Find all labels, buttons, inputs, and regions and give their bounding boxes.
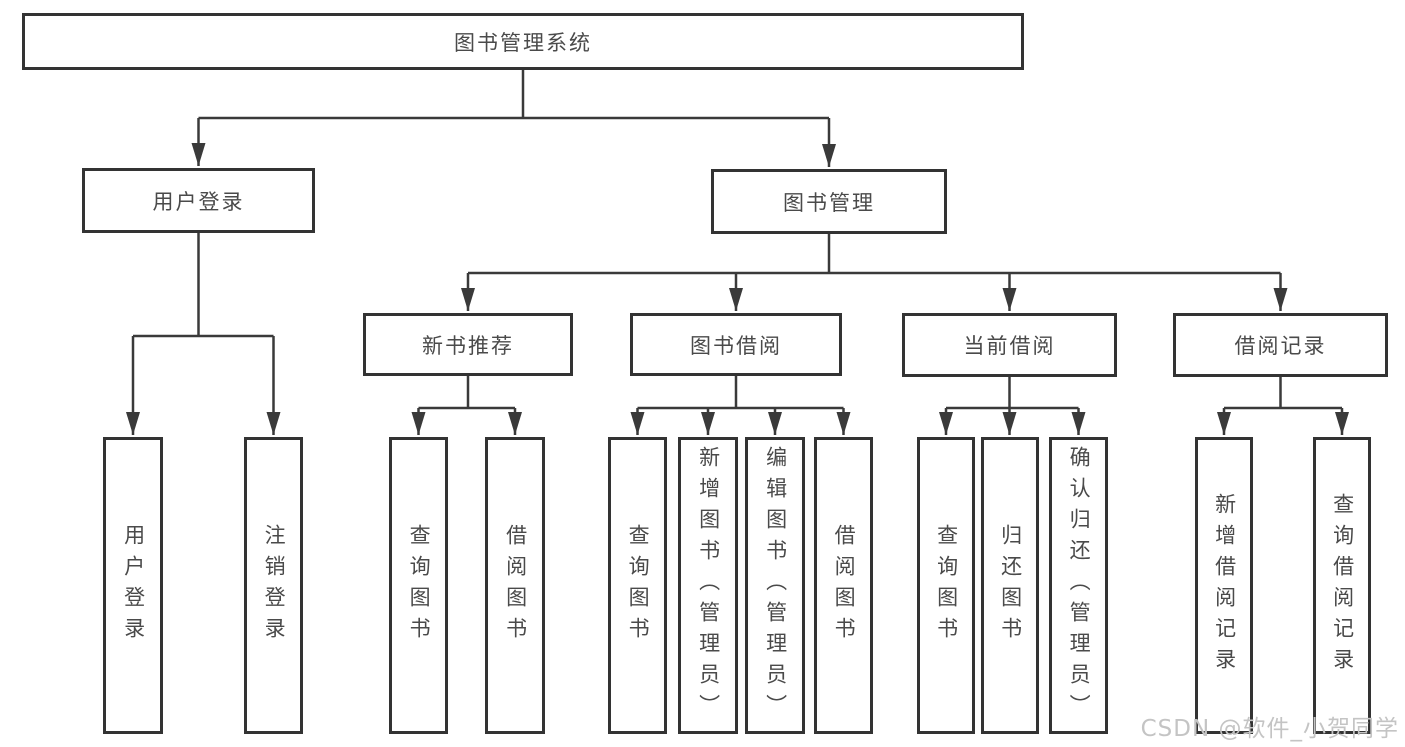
node-label: 编辑图书（管理员） [763, 446, 788, 725]
leaf-bb-query-books: 查询图书 [608, 437, 667, 734]
leaf-br-add-borrow-record: 新增借阅记录 [1195, 437, 1253, 734]
csdn-watermark: CSDN @软件_小贺同学 [1140, 716, 1399, 742]
node-label: 查询图书 [407, 523, 432, 648]
node-label: 当前借阅 [963, 334, 1056, 358]
leaf-user-login: 用户登录 [103, 437, 163, 734]
leaf-br-query-borrow-record: 查询借阅记录 [1313, 437, 1371, 734]
node-label: 图书管理 [783, 190, 875, 215]
node-label: 用户登录 [121, 523, 146, 648]
node-label: 查询借阅记录 [1330, 492, 1355, 679]
leaf-cb-confirm-return-admin: 确认归还（管理员） [1049, 437, 1108, 734]
node-label: 新增借阅记录 [1212, 492, 1237, 679]
node-label: 借阅记录 [1234, 334, 1327, 358]
leaf-bb-add-book-admin: 新增图书（管理员） [678, 437, 738, 734]
node-label: 注销登录 [262, 523, 287, 648]
node-label: 归还图书 [998, 523, 1023, 648]
node-book-management: 图书管理 [711, 169, 947, 234]
connector-book-management-fork [468, 234, 1281, 275]
node-label: 新增图书（管理员） [696, 446, 721, 725]
leaf-cb-return-book: 归还图书 [981, 437, 1039, 734]
connector-borrow-records-fork [1224, 377, 1342, 410]
leaf-cb-query-books: 查询图书 [917, 437, 975, 734]
connector-current-borrow-fork [946, 377, 1079, 410]
leaf-bb-borrow-books: 借阅图书 [814, 437, 873, 734]
connector-book-borrow-fork [637, 376, 844, 410]
connector-root-trunk [198, 70, 829, 120]
node-label: 查询图书 [626, 523, 651, 648]
node-label: 借阅图书 [832, 523, 857, 648]
leaf-bb-edit-book-admin: 编辑图书（管理员） [745, 437, 805, 734]
node-label: 借阅图书 [503, 523, 528, 648]
connector-user-login-fork [133, 232, 274, 338]
leaf-logout: 注销登录 [244, 437, 303, 734]
node-label: 用户登录 [152, 189, 245, 214]
node-new-book-recommend: 新书推荐 [363, 313, 573, 376]
leaf-nb-borrow-books: 借阅图书 [485, 437, 545, 734]
leaf-nb-query-books: 查询图书 [389, 437, 448, 734]
node-borrow-records: 借阅记录 [1173, 313, 1388, 377]
node-current-borrow: 当前借阅 [902, 313, 1117, 377]
node-label: 确认归还（管理员） [1067, 446, 1092, 725]
node-book-management-system: 图书管理系统 [22, 13, 1024, 70]
node-label: 新书推荐 [422, 333, 514, 358]
node-label: 图书管理系统 [454, 30, 592, 55]
node-label: 查询图书 [934, 523, 959, 648]
connector-new-book-fork [418, 376, 515, 410]
node-book-borrow: 图书借阅 [630, 313, 842, 376]
node-label: 图书借阅 [690, 333, 782, 358]
node-user-login: 用户登录 [82, 168, 315, 233]
